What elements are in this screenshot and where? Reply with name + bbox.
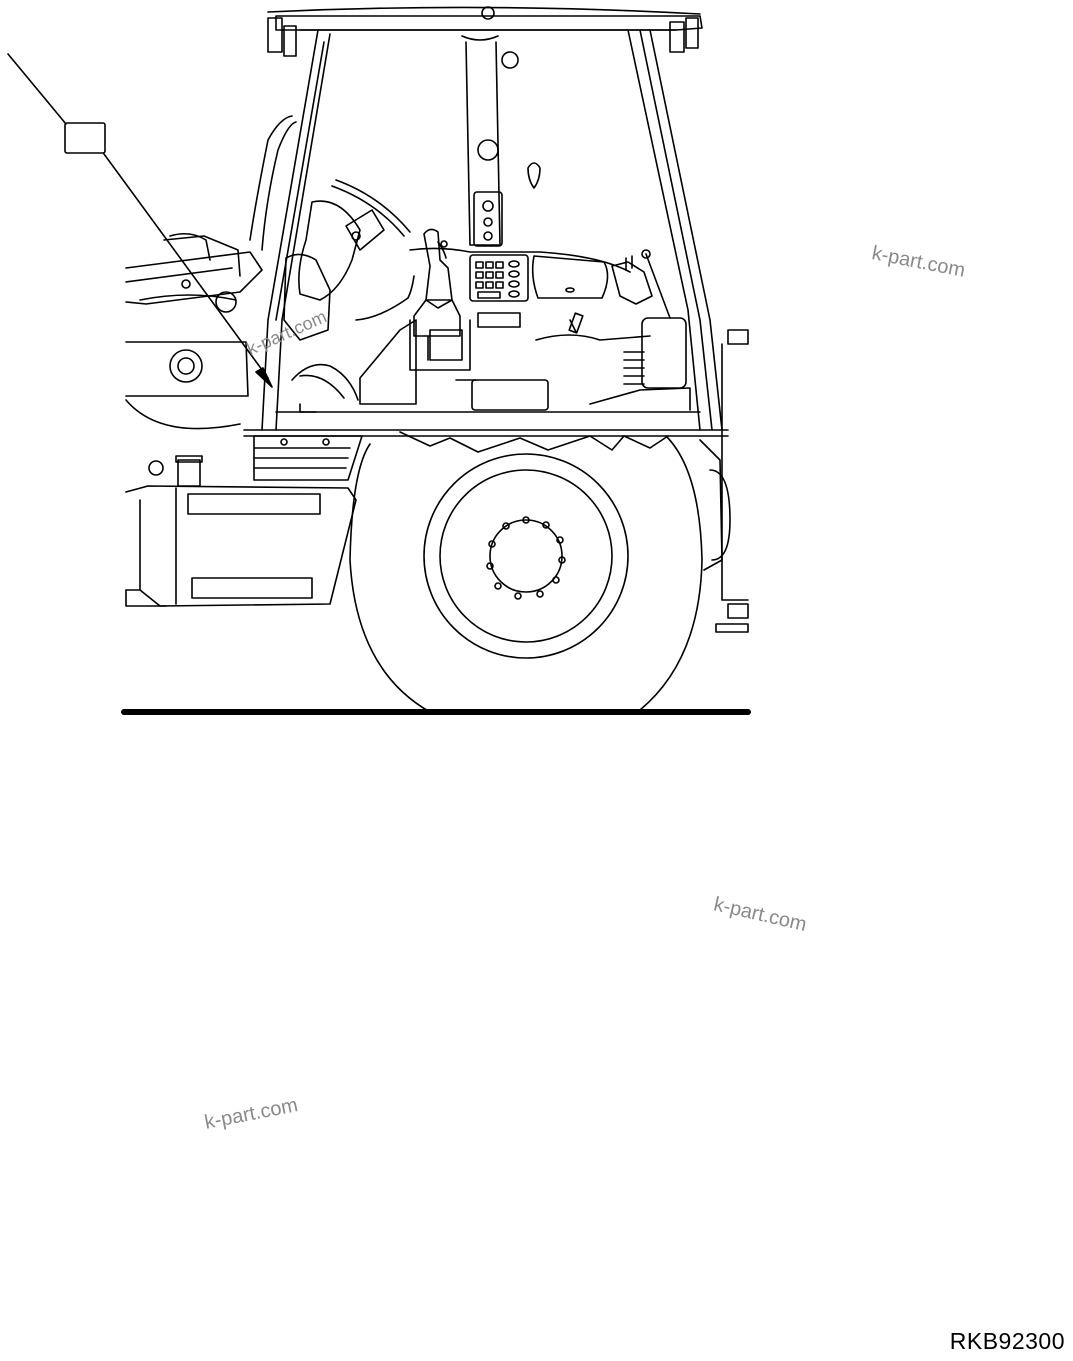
leader-line — [103, 153, 269, 379]
figure-code: RKB92300 — [949, 1328, 1065, 1354]
keypad — [475, 260, 520, 299]
dashboard — [409, 247, 651, 371]
joystick — [413, 228, 461, 361]
callout — [7, 53, 273, 388]
instrument-column — [461, 35, 541, 247]
side-tank — [125, 485, 357, 607]
cab-floor — [275, 379, 701, 413]
right-controls — [568, 249, 691, 411]
step-ladder — [253, 435, 363, 481]
loader-arm — [125, 232, 263, 487]
wheel — [349, 431, 703, 713]
cab-roof — [267, 6, 703, 57]
rear-body — [699, 329, 749, 633]
steering-and-seat — [283, 179, 417, 413]
callout-box — [64, 122, 106, 154]
